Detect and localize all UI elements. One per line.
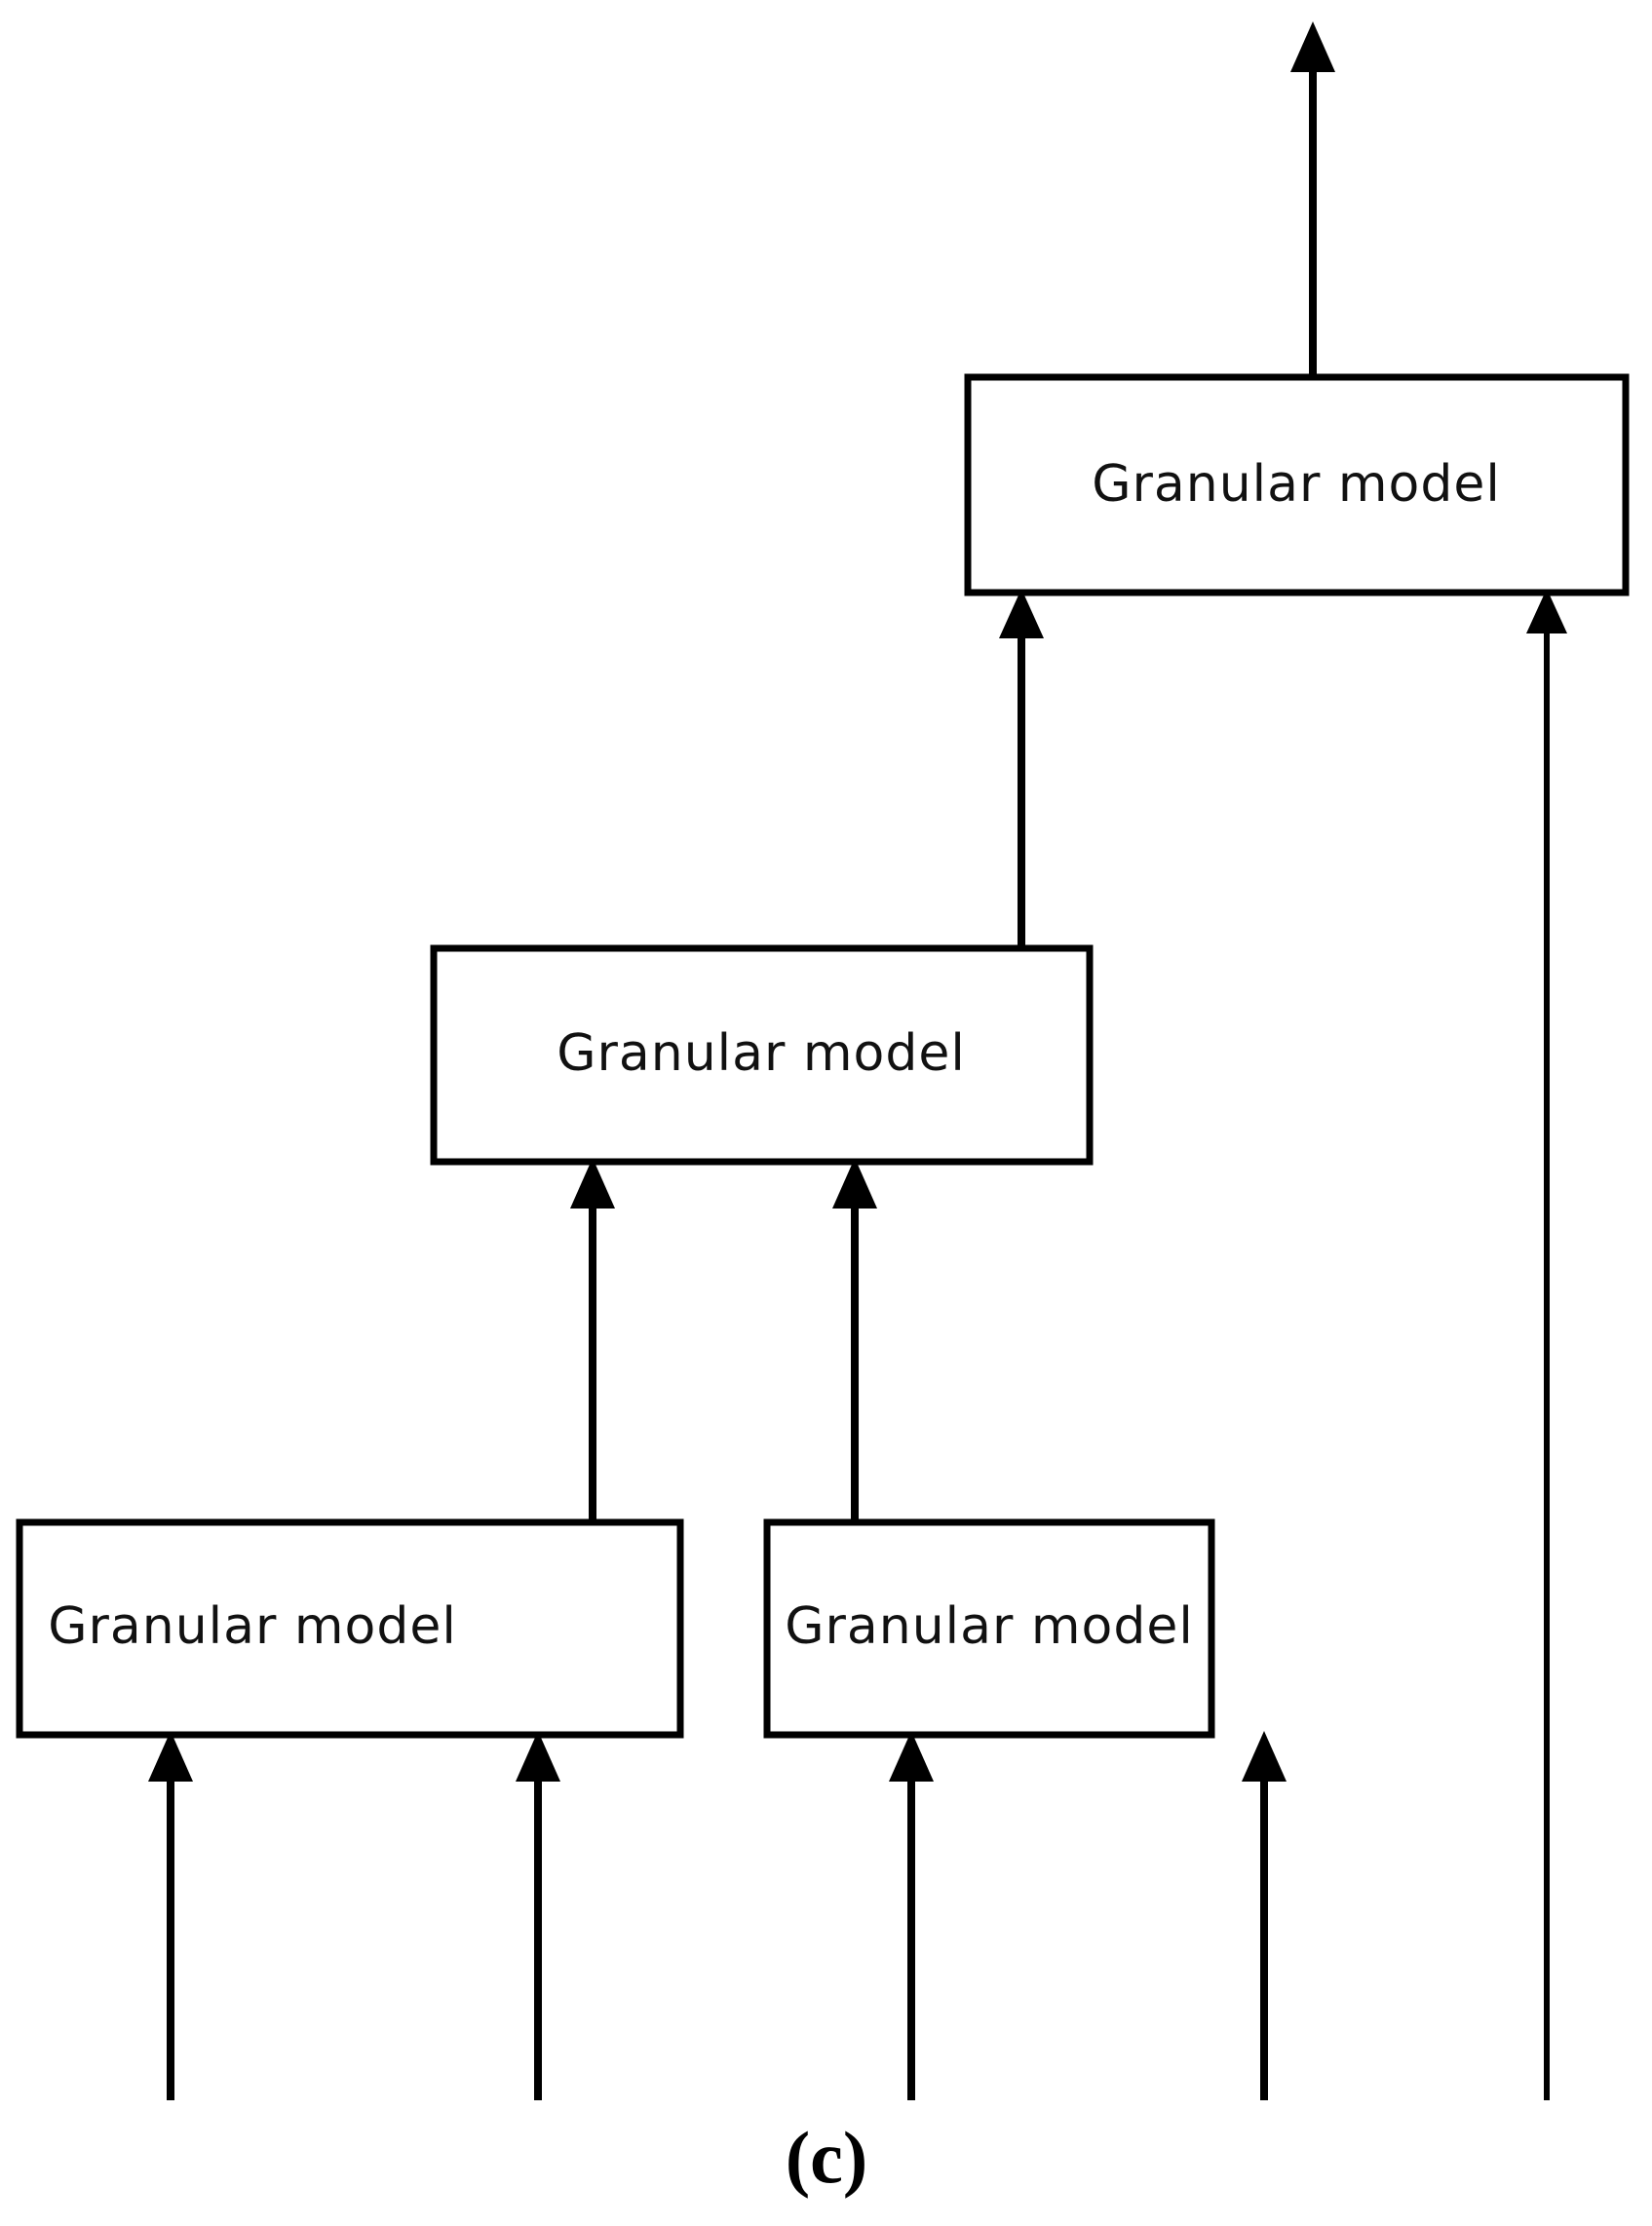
node-label: Granular model: [557, 1024, 966, 1083]
connector-input-1: [148, 1731, 193, 2100]
node-box: [763, 1518, 1215, 1739]
node-box: [964, 373, 1630, 596]
arrow-head-icon: [516, 1731, 560, 1782]
node-label: Granular model: [48, 1597, 457, 1656]
node-granular-model-middle[interactable]: Granular model: [430, 944, 1094, 1166]
arrow-head-icon: [1526, 589, 1567, 633]
arrow-head-icon: [148, 1731, 193, 1782]
arrow-head-icon: [570, 1158, 615, 1209]
node-granular-model-bottom-left[interactable]: Granular model: [16, 1518, 684, 1739]
arrow-head-icon: [832, 1158, 877, 1209]
arrow-head-icon: [999, 589, 1044, 638]
connector-output-top: [1290, 21, 1335, 380]
node-label: Granular model: [785, 1597, 1194, 1656]
connector-middle-to-top-box: [999, 589, 1044, 950]
arrow-head-icon: [889, 1731, 934, 1782]
node-box: [16, 1518, 684, 1739]
node-box: [430, 944, 1094, 1166]
connector-bottom-left-to-middle-box: [570, 1158, 615, 1526]
node-label: Granular model: [1092, 455, 1501, 514]
connector-input-right-to-top-box: [1526, 589, 1567, 2100]
figure-caption: (c): [786, 2117, 867, 2199]
node-granular-model-top[interactable]: Granular model: [964, 373, 1630, 596]
arrow-head-icon: [1242, 1731, 1287, 1782]
arrow-head-icon: [1290, 21, 1335, 72]
connector-input-2: [516, 1731, 560, 2100]
connector-input-4: [1242, 1731, 1287, 2100]
connector-bottom-right-to-middle-box: [832, 1158, 877, 1526]
connector-input-3: [889, 1731, 934, 2100]
node-granular-model-bottom-right[interactable]: Granular model: [763, 1518, 1215, 1739]
